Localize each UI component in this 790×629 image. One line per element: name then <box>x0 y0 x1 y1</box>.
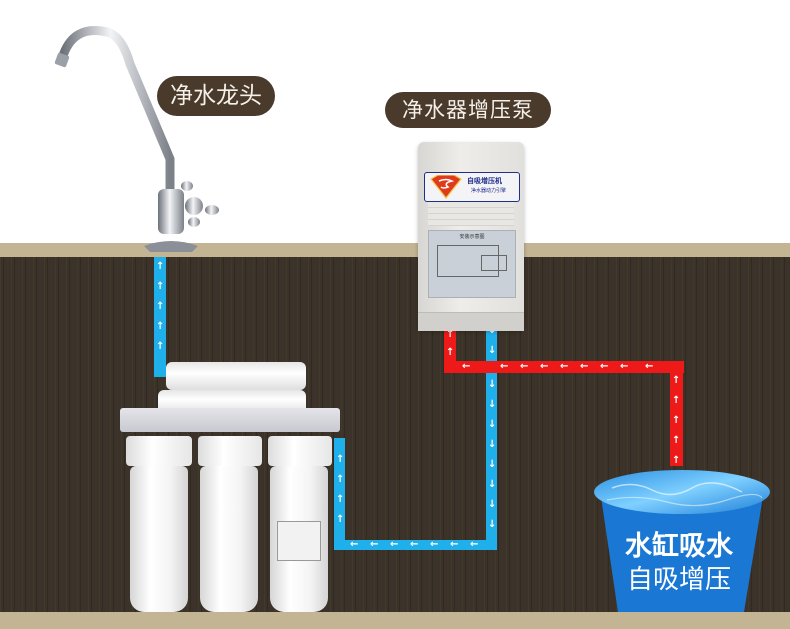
faucet-icon <box>52 24 222 254</box>
arrow-down-icon: ↓ <box>488 419 497 430</box>
pipe-bucket-suction-vertical <box>670 361 683 466</box>
arrow-left-icon: ← <box>450 539 459 550</box>
arrow-left-icon: ← <box>470 539 479 550</box>
arrow-up-icon: ↑ <box>446 329 455 340</box>
filter-mounting-bracket <box>120 408 340 432</box>
arrow-left-icon: ← <box>580 361 589 372</box>
pipe-pump-to-filter-vertical <box>486 318 497 550</box>
arrow-down-icon: ↓ <box>488 345 497 356</box>
arrow-down-icon: ↓ <box>488 439 497 450</box>
arrow-left-icon: ← <box>390 539 399 550</box>
arrow-left-icon: ← <box>520 361 529 372</box>
arrow-down-icon: ↓ <box>488 459 497 470</box>
arrow-left-icon: ← <box>620 361 629 372</box>
filter-housing-1 <box>130 466 188 612</box>
arrow-left-icon: ← <box>600 361 609 372</box>
pump-base <box>418 312 524 331</box>
arrow-down-icon: ↓ <box>488 479 497 490</box>
pipe-pump-inlet-vertical <box>444 322 456 372</box>
arrow-left-icon: ← <box>540 361 549 372</box>
arrow-down-icon: ↓ <box>488 499 497 510</box>
arrow-up-icon: ↑ <box>156 261 165 272</box>
arrow-up-icon: ↑ <box>672 455 681 466</box>
filter-spec-sticker <box>277 521 321 561</box>
arrow-up-icon: ↑ <box>446 347 455 358</box>
bucket-caption-primary: 水缸吸水 <box>625 531 733 562</box>
arrow-left-icon: ← <box>410 539 419 550</box>
pump-badge: 自吸增压机 净水器动力引擎 <box>424 172 520 202</box>
filter-cap-1 <box>126 436 192 466</box>
filter-cap-2 <box>198 436 262 466</box>
arrow-up-icon: ↑ <box>672 415 681 426</box>
arrow-left-icon: ← <box>560 361 569 372</box>
pump-label: 净水器增压泵 <box>385 92 551 128</box>
pump-badge-title: 自吸增压机 <box>467 177 502 185</box>
arrow-up-icon: ↑ <box>156 341 165 352</box>
arrow-left-icon: ← <box>645 361 654 372</box>
superman-logo-icon <box>430 175 462 199</box>
arrow-up-icon: ↑ <box>672 395 681 406</box>
arrow-down-icon: ↓ <box>488 379 497 390</box>
arrow-left-icon: ← <box>370 539 379 550</box>
arrow-up-icon: ↑ <box>336 454 345 465</box>
filter-housing-2 <box>200 466 258 612</box>
arrow-left-icon: ← <box>500 361 509 372</box>
pipe-filter-to-faucet <box>154 257 166 377</box>
arrow-up-icon: ↑ <box>156 281 165 292</box>
booster-pump: 自吸增压机 净水器动力引擎 安装示意图 <box>418 142 524 331</box>
arrow-up-icon: ↑ <box>156 301 165 312</box>
arrow-up-icon: ↑ <box>336 474 345 485</box>
pipe-bucket-to-pump-horizontal <box>444 361 684 373</box>
arrow-left-icon: ← <box>462 361 471 372</box>
arrow-down-icon: ↓ <box>488 519 497 530</box>
filter-cap-3 <box>268 436 332 466</box>
arrow-left-icon: ← <box>350 539 359 550</box>
pipe-filter-inlet <box>334 438 345 550</box>
faucet-label: 净水龙头 <box>157 76 275 116</box>
cabinet-floor <box>0 612 790 629</box>
arrow-down-icon: ↓ <box>488 399 497 410</box>
pump-badge-subtitle: 净水器动力引擎 <box>471 188 507 194</box>
pump-spec-table <box>428 202 514 226</box>
arrow-up-icon: ↑ <box>672 435 681 446</box>
bucket-caption-secondary: 自吸增压 <box>626 565 731 595</box>
arrow-up-icon: ↑ <box>156 321 165 332</box>
filter-top-cartridge <box>166 362 306 390</box>
arrow-up-icon: ↑ <box>672 375 681 386</box>
water-bucket <box>592 470 772 612</box>
arrow-left-icon: ← <box>430 539 439 550</box>
arrow-up-icon: ↑ <box>336 514 345 525</box>
pipe-pump-to-filter-horizontal <box>334 540 497 550</box>
pump-install-diagram: 安装示意图 <box>428 230 516 298</box>
arrow-up-icon: ↑ <box>336 494 345 505</box>
pump-diagram-title: 安装示意图 <box>459 234 485 240</box>
